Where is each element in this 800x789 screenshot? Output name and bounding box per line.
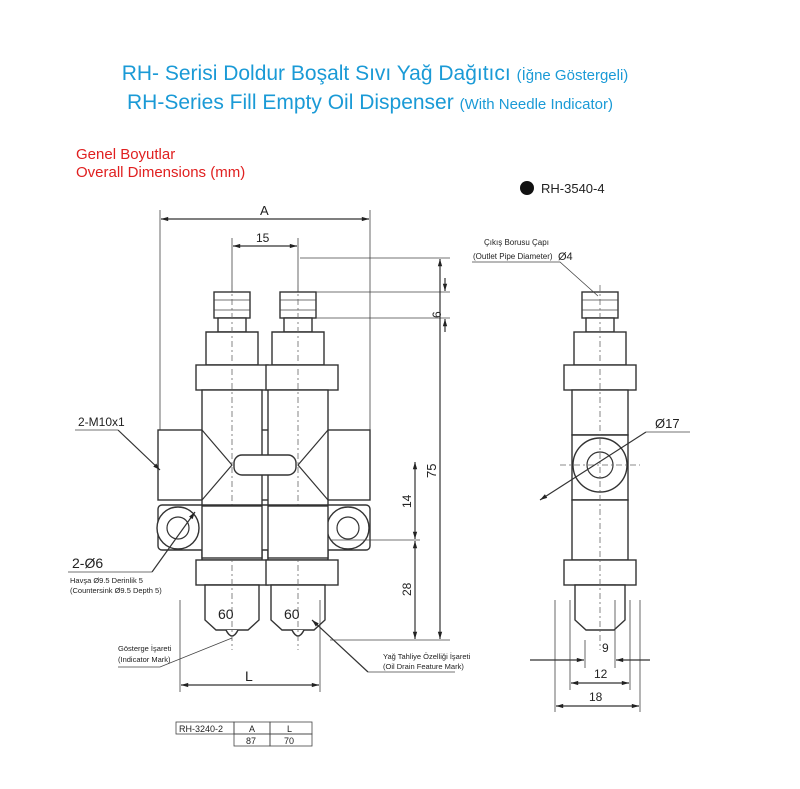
dim-15-label: 15 [256,231,270,245]
dim-9-label: 9 [602,641,609,655]
title-turkish: RH- Serisi Doldur Boşalt Sıvı Yağ Dağıtı… [0,62,750,86]
table-value-a: 87 [246,736,256,746]
title-english: RH-Series Fill Empty Oil Dispenser (With… [0,91,740,115]
outlet-note-en: (Outlet Pipe Diameter) [473,252,553,261]
dim-12-label: 12 [594,667,608,681]
drain-note-en: (Oil Drain Feature Mark) [383,662,464,671]
outlet-dia-label: Ø4 [558,251,573,263]
hole-note-en: (Countersink Ø9.5 Depth 5) [70,586,162,595]
dimension-table: RH-3240-2 A L 87 70 [175,721,313,747]
indicator-note-en: (Indicator Mark) [118,655,171,664]
hole-note-tr: Havşa Ø9.5 Derinlik 5 [70,576,143,585]
model-label: RH-3540-4 [541,181,605,196]
dim-18-label: 18 [589,690,603,704]
gauge-right-label: 60 [284,606,300,622]
title-tr-main: RH- Serisi Doldur Boşalt Sıvı Yağ Dağıtı… [121,62,511,85]
dim-6-label: 6 [430,311,444,318]
dim-l-label: L [245,668,253,684]
table-model-cell: RH-3240-2 [179,724,223,734]
side-view: Çıkış Borusu Çapı (Outlet Pipe Diameter)… [472,238,690,712]
thread-label: 2-M10x1 [78,415,125,429]
table-header-a: A [249,724,255,734]
dim-75-label: 75 [424,464,439,478]
table-header-l: L [287,724,292,734]
drain-note-tr: Yağ Tahliye Özelliği İşareti [383,652,471,661]
dim-14-label: 14 [400,494,414,508]
table-value-l: 70 [284,736,294,746]
title-tr-sub: (İğne Göstergeli) [516,67,629,84]
dim-28-label: 28 [400,582,414,596]
dia-17-label: Ø17 [655,416,680,431]
dim-a-label: A [260,203,269,218]
gauge-left-label: 60 [218,606,234,622]
title-en-sub: (With Needle Indicator) [459,96,613,113]
title-en-main: RH-Series Fill Empty Oil Dispenser [127,91,454,114]
section-title-en: Overall Dimensions (mm) [76,164,246,181]
model-bullet-icon [520,181,534,195]
hole-label: 2-Ø6 [72,555,103,571]
section-title-tr: Genel Boyutlar [76,146,176,163]
front-view: A 15 [68,203,471,692]
outlet-note-tr: Çıkış Borusu Çapı [484,238,549,247]
indicator-note-tr: Gösterge İşareti [118,644,172,653]
